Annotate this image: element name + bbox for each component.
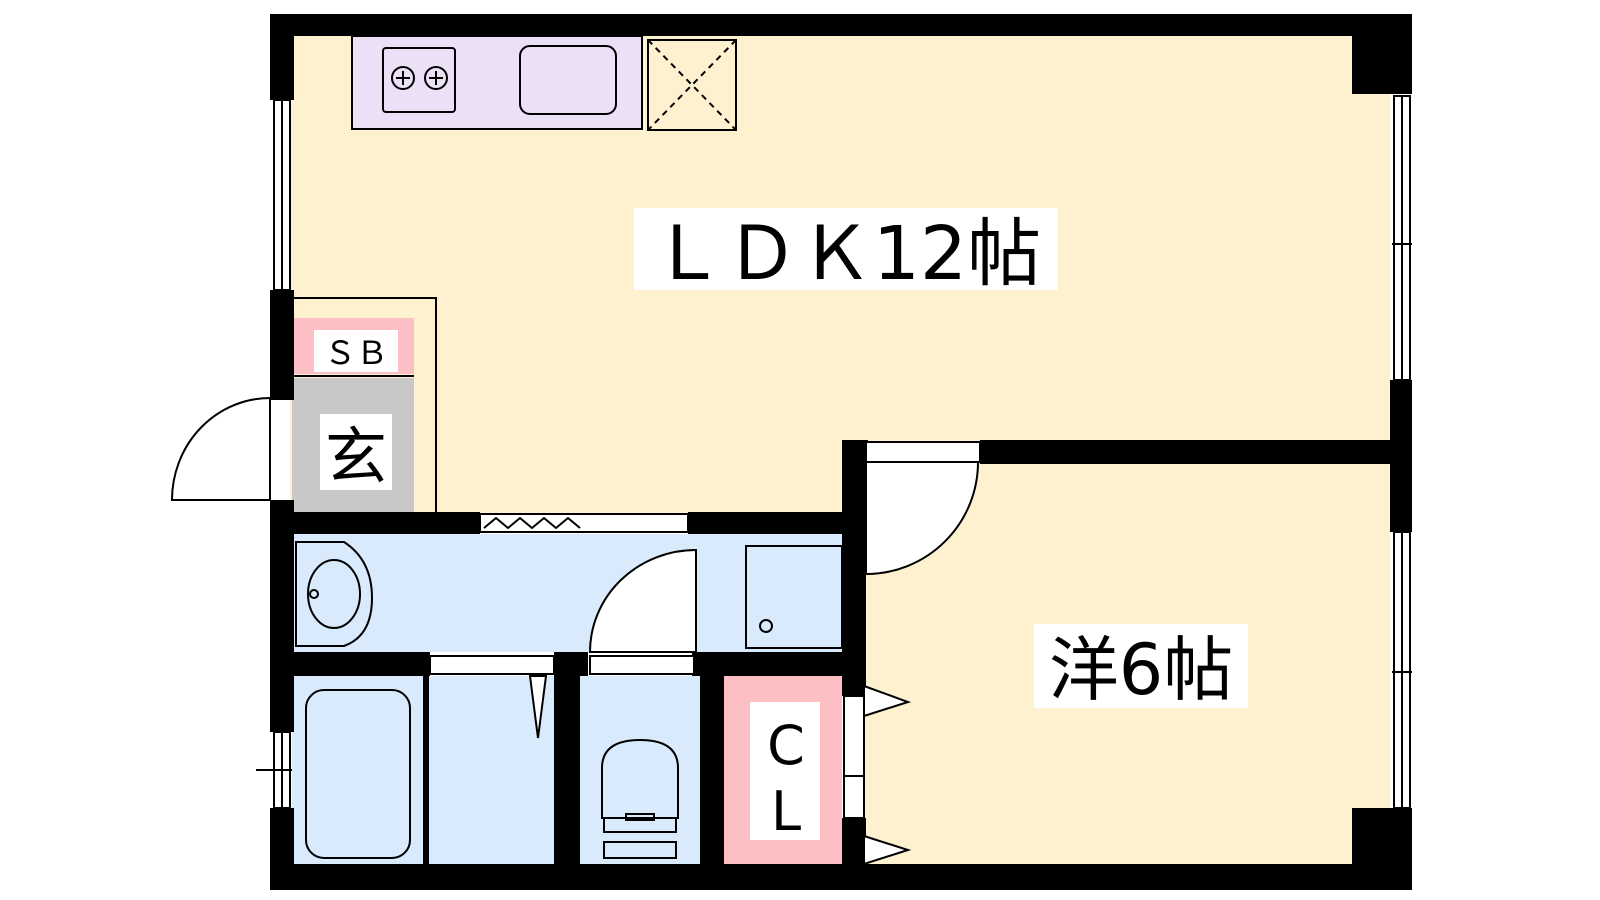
washroom-floor [292, 534, 842, 652]
closet-label-bg [750, 702, 820, 840]
walls [270, 14, 1412, 890]
windows [256, 95, 1412, 809]
stove-icon [382, 47, 456, 113]
fridge-space-icon [647, 39, 737, 131]
ldk-label: ＬＤＫ12帖 [651, 211, 1041, 297]
washing-machine-icon [745, 545, 843, 649]
entrance-label-bg [320, 414, 392, 490]
western-room-label: 洋6帖 [1049, 629, 1234, 711]
washbasin-icon [295, 541, 374, 647]
shoe-box-label-bg [314, 330, 398, 372]
western-label-bg [1034, 624, 1248, 708]
closet-label-c: C [767, 714, 805, 777]
entrance-step [292, 297, 437, 512]
kitchen-counter [351, 35, 643, 130]
shoe-box-label: ＳＢ [324, 334, 388, 372]
toilet-floor [580, 676, 700, 870]
closet-doors [843, 684, 912, 866]
toilet-icon [601, 738, 679, 859]
sink-icon [519, 45, 617, 115]
entrance-label: 玄 [325, 420, 387, 493]
sliding-door [479, 513, 689, 533]
ldk-label-bg [634, 208, 1058, 290]
closet-label-l: L [771, 780, 801, 843]
bathtub-icon [305, 675, 429, 869]
door-swing-icon [170, 396, 981, 739]
